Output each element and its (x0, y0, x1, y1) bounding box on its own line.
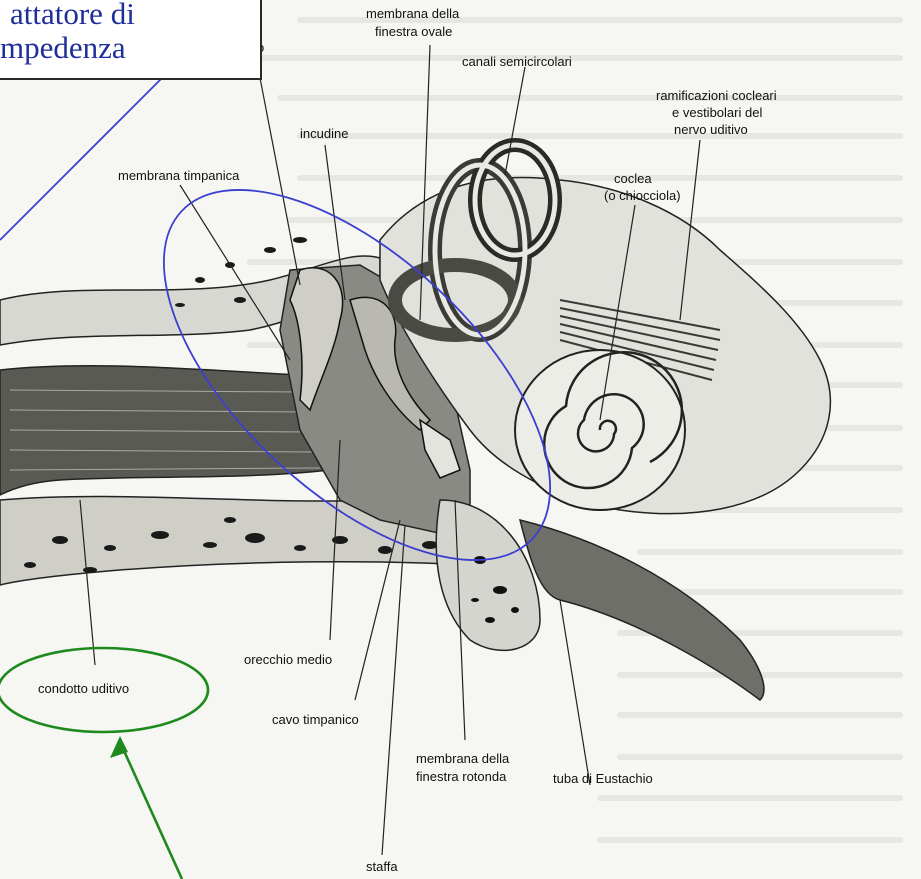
cochlea (515, 350, 685, 510)
label-membrana-finestra-rotonda-1: membrana della (416, 751, 510, 766)
label-membrana-finestra-ovale-1: membrana della (366, 6, 460, 21)
label-condotto-uditivo: condotto uditivo (38, 681, 129, 696)
label-membrana-finestra-ovale-2: finestra ovale (375, 24, 452, 39)
label-orecchio-medio: orecchio medio (244, 652, 332, 667)
label-staffa: staffa (366, 859, 398, 874)
label-coclea-1: coclea (614, 171, 652, 186)
label-ramificazioni-1: ramificazioni cocleari (656, 88, 777, 103)
label-incudine: incudine (300, 126, 348, 141)
label-coclea-2: (o chiocciola) (604, 188, 681, 203)
label-membrana-timpanica: membrana timpanica (118, 168, 240, 183)
label-cavo-timpanico: cavo timpanico (272, 712, 359, 727)
callout-line-1: attatore di (10, 0, 260, 32)
callout-line-2: mpedenza (0, 30, 250, 66)
label-membrana-finestra-rotonda-2: finestra rotonda (416, 769, 507, 784)
label-ramificazioni-3: nervo uditivo (674, 122, 748, 137)
label-tuba-eustachio: tuba di Eustachio (553, 771, 653, 786)
label-canali-semicircolari: canali semicircolari (462, 54, 572, 69)
label-ramificazioni-2: e vestibolari del (672, 105, 762, 120)
impedance-matcher-callout: attatore di mpedenza (0, 0, 262, 80)
